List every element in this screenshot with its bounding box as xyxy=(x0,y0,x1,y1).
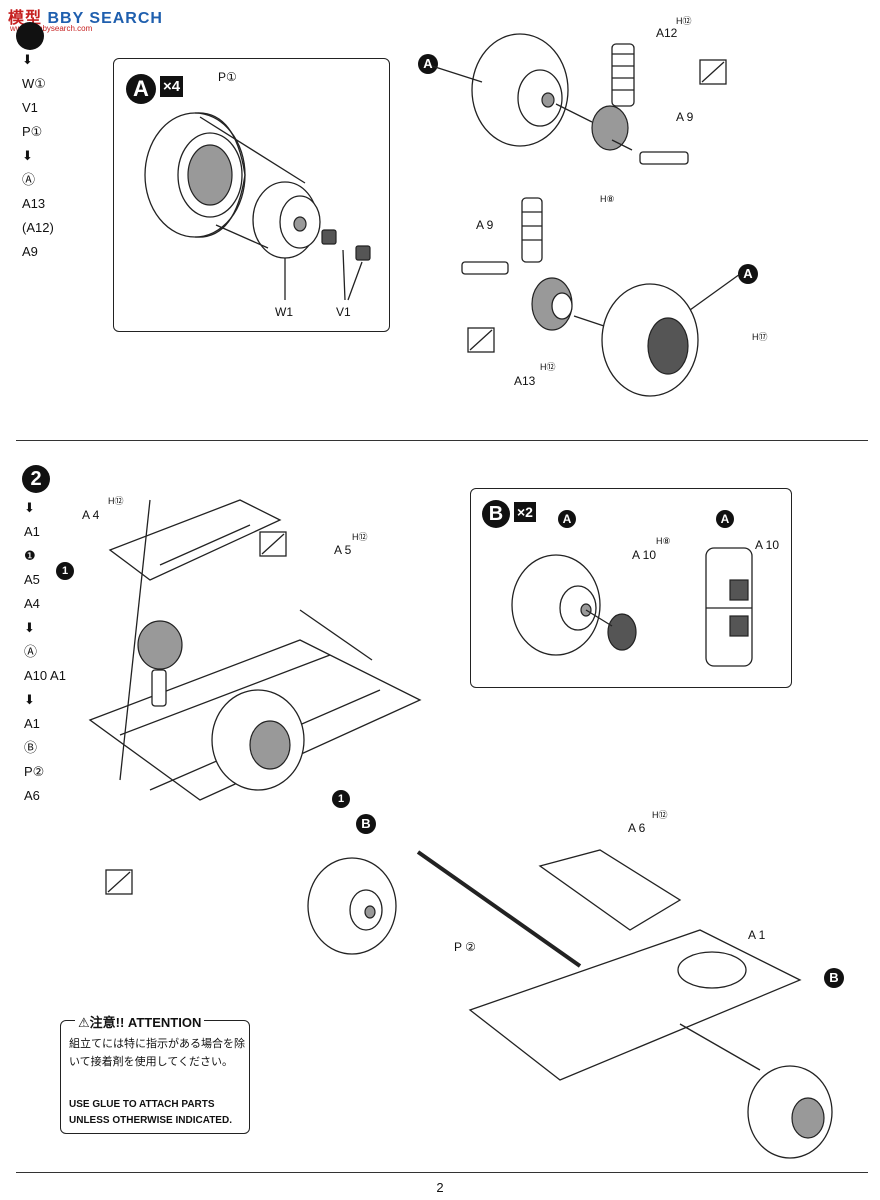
label-h12: H⑫ xyxy=(652,810,668,820)
callout-b: B xyxy=(356,814,376,834)
list-item: (A12) xyxy=(22,220,54,235)
list-item: A13 xyxy=(22,196,46,211)
callout-subassembly-1: 1 xyxy=(332,790,350,808)
label-h77: H⑰ xyxy=(752,332,768,342)
subassembly-a-letter: A xyxy=(126,74,156,104)
notice-japanese-text: 組立てには特に指示がある場合を除いて接着剤を使用してください。 xyxy=(69,1038,245,1068)
step1-parts-list: ⬇ W① V1 P① ⬇ Ⓐ A13 (A12) A9 xyxy=(22,48,54,264)
upright-assembly xyxy=(471,33,689,165)
list-arrow: ⬇ xyxy=(24,500,35,515)
label-a1: A 1 xyxy=(748,928,766,942)
label-h12: H⑫ xyxy=(676,16,692,26)
cement-icon xyxy=(699,59,727,85)
list-item: Ⓐ xyxy=(22,172,36,187)
step2-parts-list: ⬇ A1 ❶ A5 A4 ⬇ Ⓐ A10 A1 ⬇ A1 Ⓑ P② A6 xyxy=(24,496,66,808)
list-item: A1 xyxy=(24,716,40,731)
callout-a: A xyxy=(558,510,576,528)
label-h8: H⑧ xyxy=(600,194,615,204)
list-item: A5 xyxy=(24,572,40,587)
callout-b: B xyxy=(824,968,844,988)
watermark-url: www.hobbysearch.com xyxy=(10,24,93,33)
list-item: P① xyxy=(22,124,43,139)
wheel-illustration xyxy=(252,181,321,259)
list-arrow: ⬇ xyxy=(24,692,35,707)
subassembly-b-multiplier: ×2 xyxy=(514,502,536,522)
label-h12: H⑫ xyxy=(108,496,124,506)
label-a12: A12 xyxy=(656,26,678,40)
wheel-illustration xyxy=(511,554,637,656)
label-a13: A13 xyxy=(514,374,536,388)
callout-subassembly-1: 1 xyxy=(56,562,74,580)
list-item: A1 xyxy=(24,524,40,539)
tire-illustration xyxy=(144,112,246,238)
list-arrow: ⬇ xyxy=(24,620,35,635)
label-h12: H⑫ xyxy=(540,362,556,372)
list-item: A9 xyxy=(22,244,38,259)
footer-divider xyxy=(16,1172,868,1173)
rear-wheel-illustration xyxy=(307,857,397,955)
wheel-section-illustration xyxy=(705,547,753,667)
list-arrow: ⬇ xyxy=(22,52,33,67)
attention-notice: ⚠注意!! ATTENTION 組立てには特に指示がある場合を除いて接着剤を使用… xyxy=(60,1012,250,1134)
list-item: ❶ xyxy=(24,548,36,563)
label-a4: A 4 xyxy=(82,508,100,522)
list-item: Ⓑ xyxy=(24,740,38,755)
label-a9: A 9 xyxy=(676,110,694,124)
list-item: A10 A1 xyxy=(24,668,66,683)
label-a5: A 5 xyxy=(334,543,352,557)
list-item: P② xyxy=(24,764,45,779)
list-item: V1 xyxy=(22,100,38,115)
section-divider xyxy=(16,440,868,441)
watermark-logo: 模型 BBY SEARCH xyxy=(8,10,163,27)
list-item: W① xyxy=(22,76,46,91)
label-h8: H⑧ xyxy=(656,536,671,546)
label-a10: A 10 xyxy=(632,548,657,562)
label-v1: V1 xyxy=(336,305,351,319)
step1-badge xyxy=(16,22,44,50)
label-p2: P ② xyxy=(454,940,476,954)
label-w1: W1 xyxy=(275,305,293,319)
rear-chassis-illustration xyxy=(468,849,833,1159)
chassis-illustration xyxy=(88,499,422,801)
axle-illustration xyxy=(416,850,582,968)
subassembly-a-multiplier: ×4 xyxy=(160,76,184,97)
subassembly-b-letter: B xyxy=(482,500,510,528)
step2-badge: 2 xyxy=(22,465,50,493)
notice-title: ⚠注意!! ATTENTION xyxy=(75,1012,205,1031)
label-a9: A 9 xyxy=(476,218,494,232)
callout-a: A xyxy=(716,510,734,528)
label-a6: A 6 xyxy=(628,821,646,835)
upright-assembly xyxy=(461,197,699,397)
cement-icon xyxy=(105,531,287,895)
cement-icon xyxy=(467,327,495,353)
list-item: A4 xyxy=(24,596,40,611)
callout-a-bottom: A xyxy=(738,264,758,284)
page-number: 2 xyxy=(436,1180,444,1195)
label-h12: H⑫ xyxy=(352,532,368,542)
cap-illustration xyxy=(321,229,371,261)
callout-a-top: A xyxy=(418,54,438,74)
list-item: Ⓐ xyxy=(24,644,38,659)
notice-english-text: USE GLUE TO ATTACH PARTS UNLESS OTHERWIS… xyxy=(69,1099,232,1126)
label-p1: P① xyxy=(218,70,237,84)
list-arrow: ⬇ xyxy=(22,148,33,163)
list-item: A6 xyxy=(24,788,40,803)
label-a10: A 10 xyxy=(755,538,780,552)
